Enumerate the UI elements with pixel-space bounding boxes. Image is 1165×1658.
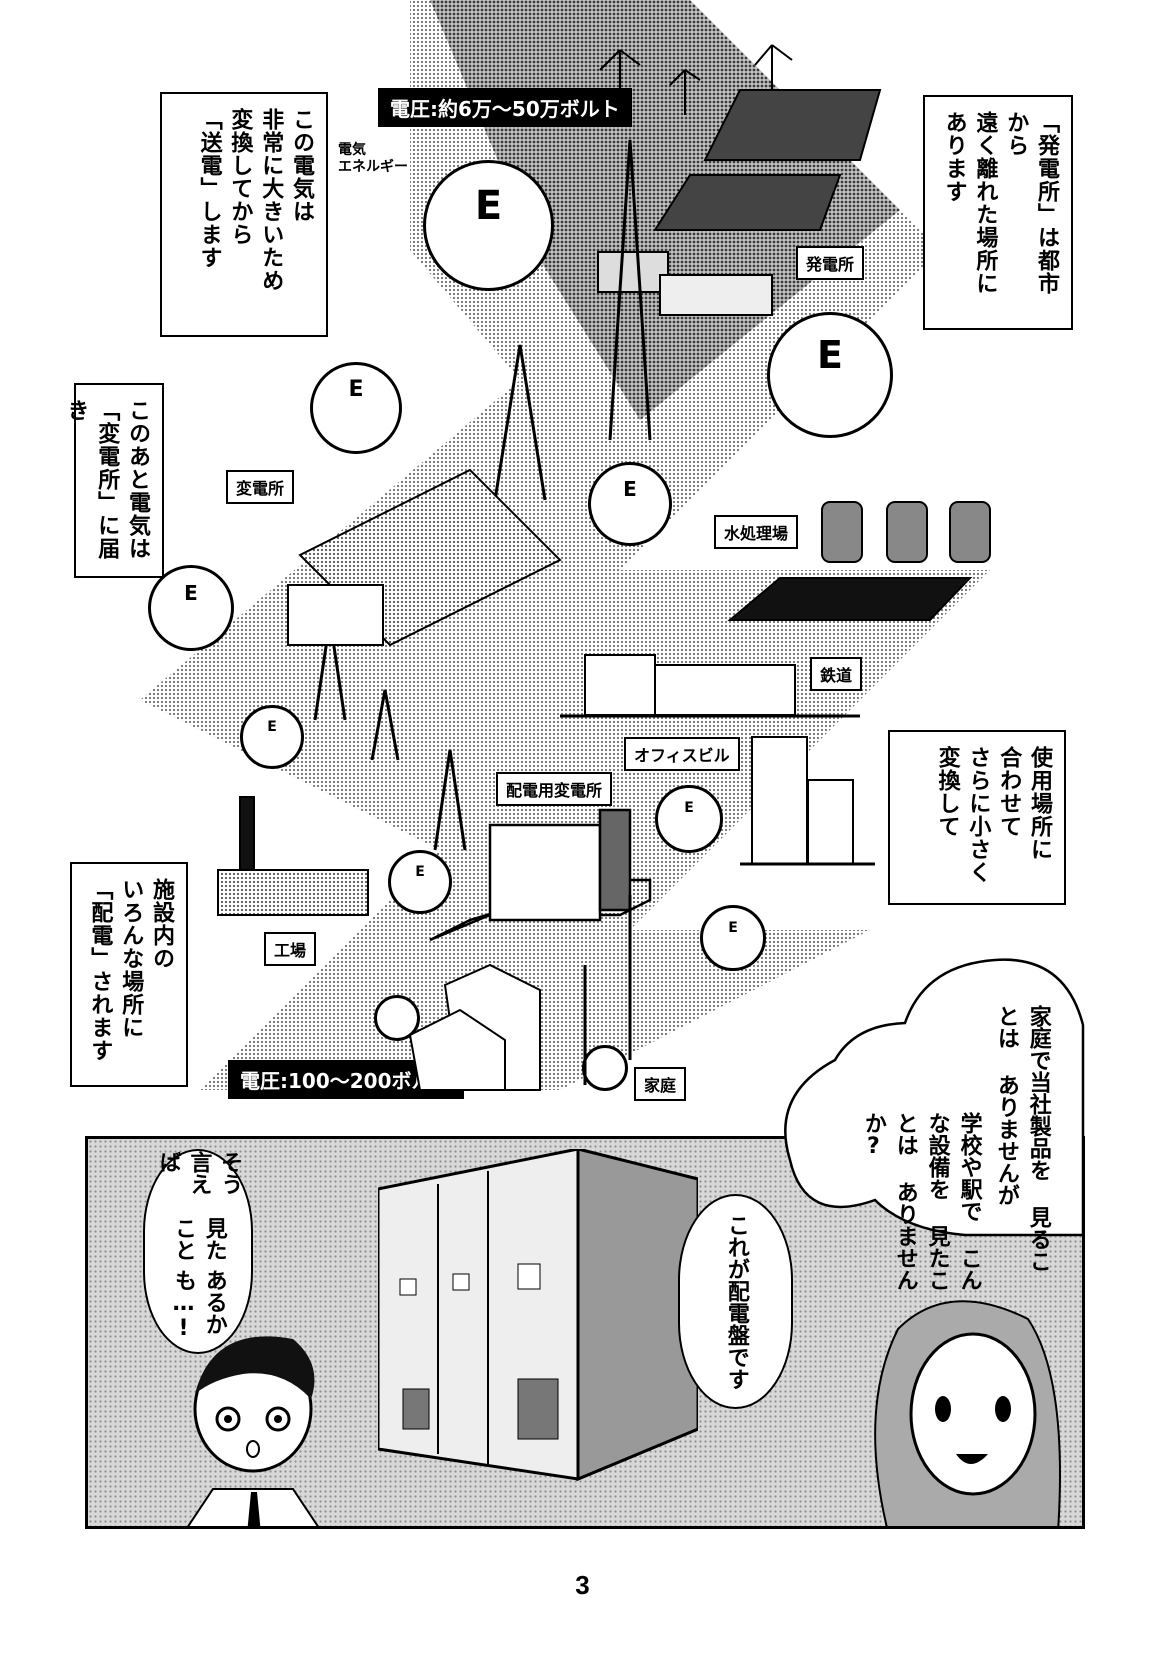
office-buildings — [740, 736, 875, 866]
speech-line: これが — [723, 1213, 749, 1280]
narration-line: さらに小さく — [965, 746, 991, 884]
label-substation: 変電所 — [226, 470, 295, 504]
woman-cloud-text-part1: 家庭で当社製品を 見ることは ありませんが — [990, 1005, 1054, 1275]
woman-speech-bubble: これが 配電盤です — [678, 1194, 793, 1409]
narration-distribution: 施設内の いろんな場所に 「配電」されます — [70, 862, 188, 1087]
energy-label-line: エネルギー — [338, 158, 408, 175]
house — [408, 963, 541, 1091]
speech-line: 学校や駅で — [956, 1112, 982, 1222]
narration-line: いろんな場所に — [118, 878, 144, 1039]
narration-power-plant-location: 「発電所」は都市から 遠く離れた場所に あります — [923, 95, 1073, 330]
woman-cloud-bubble-shape — [784, 958, 1085, 1237]
power-plant-building — [597, 251, 773, 316]
energy-letter: E — [267, 719, 277, 735]
label-water-treatment: 水処理場 — [714, 515, 799, 549]
label-railway: 鉄道 — [810, 657, 863, 691]
speech-line: 家庭で当社製品を — [1025, 1005, 1051, 1181]
energy-letter: E — [684, 800, 694, 816]
utility-poles — [583, 895, 632, 1085]
train — [560, 654, 860, 718]
narration-line: 「配電」されます — [87, 878, 113, 1062]
narration-line: 施設内の — [149, 878, 174, 970]
energy-letter: E — [415, 864, 425, 880]
energy-character: E — [148, 565, 234, 651]
energy-character: E — [240, 705, 304, 769]
woman-cloud-text-part2: 学校や駅で こんな設備を 見たことは ありませんか? — [857, 1112, 985, 1302]
woman-character — [874, 1300, 1061, 1526]
energy-label-line: 電気 — [338, 142, 366, 158]
narration-transmission: この電気は 非常に大きいため 変換してから 「送電」します — [160, 92, 328, 337]
narration-line: 合わせて — [996, 746, 1022, 838]
speech-line: そう言えば — [155, 1151, 243, 1195]
label-distribution-substation: 配電用変電所 — [496, 772, 613, 806]
narration-line: あります — [941, 111, 967, 203]
speech-line: こんな設備を — [924, 1112, 982, 1291]
label-factory: 工場 — [264, 932, 317, 966]
energy-letter: E — [817, 333, 843, 377]
energy-character: E — [423, 160, 554, 291]
high-voltage-label: 電圧:約6万〜50万ボルト — [378, 88, 632, 127]
water-treatment-tanks — [727, 501, 991, 621]
boy-character — [187, 1336, 319, 1526]
energy-letter: E — [474, 182, 503, 229]
narration-line: 「変電所」に届き — [63, 399, 120, 560]
narration-line: 非常に大きいため — [258, 108, 284, 292]
speech-line: ありませんか? — [860, 1112, 918, 1291]
narration-line: 使用場所に — [1027, 746, 1052, 861]
boy-speech-bubble: そう言えば 見たこと あるかも…! — [143, 1149, 253, 1354]
narration-line: 変換して — [934, 746, 960, 838]
distribution-substation-box — [429, 808, 652, 942]
bottom-panel: そう言えば 見たこと あるかも…! これが 配電盤です — [85, 1136, 1085, 1529]
label-power-plant: 発電所 — [796, 246, 865, 280]
energy-letter: E — [623, 477, 637, 501]
energy-character: E — [767, 312, 893, 438]
distribution-board-cabinet — [378, 1149, 698, 1482]
solar-panels — [653, 89, 882, 231]
energy-letter: E — [348, 376, 364, 402]
narration-line: この電気は — [289, 108, 314, 223]
electric-energy-label: 電気 エネルギー — [338, 142, 408, 176]
label-home: 家庭 — [634, 1067, 687, 1101]
speech-line: 見たこと — [171, 1216, 227, 1261]
narration-line: 変換してから — [227, 108, 253, 246]
narration-conversion: 使用場所に 合わせて さらに小さく 変換して — [888, 730, 1066, 905]
narration-line: 「送電」します — [196, 108, 222, 269]
speech-line: 見たことは — [892, 1112, 950, 1291]
page-number: 3 — [575, 1570, 590, 1600]
energy-letter: E — [728, 920, 738, 936]
substation-equipment — [287, 468, 562, 647]
narration-substation: このあと電気は 「変電所」に届き — [63, 383, 164, 578]
energy-character: E — [388, 850, 452, 914]
narration-line: 「発電所」は都市から — [1003, 111, 1059, 295]
speech-line: あるかも…! — [171, 1269, 227, 1342]
transmission-towers — [313, 139, 652, 851]
speech-line: 配電盤です — [723, 1279, 749, 1390]
energy-character: E — [700, 905, 766, 971]
energy-character-small — [582, 1045, 628, 1091]
energy-character: E — [655, 785, 723, 853]
speech-line: ありませんが — [993, 1074, 1019, 1206]
label-office-building: オフィスビル — [624, 737, 740, 771]
factory — [217, 796, 369, 916]
narration-line: このあと電気は — [125, 399, 150, 560]
narration-line: 遠く離れた場所に — [972, 111, 998, 295]
energy-character: E — [588, 462, 672, 546]
energy-letter: E — [184, 581, 198, 605]
infrastructure-illustrations — [217, 44, 991, 1091]
energy-character: E — [310, 362, 402, 454]
speech-line: 見ることは — [993, 1005, 1051, 1272]
